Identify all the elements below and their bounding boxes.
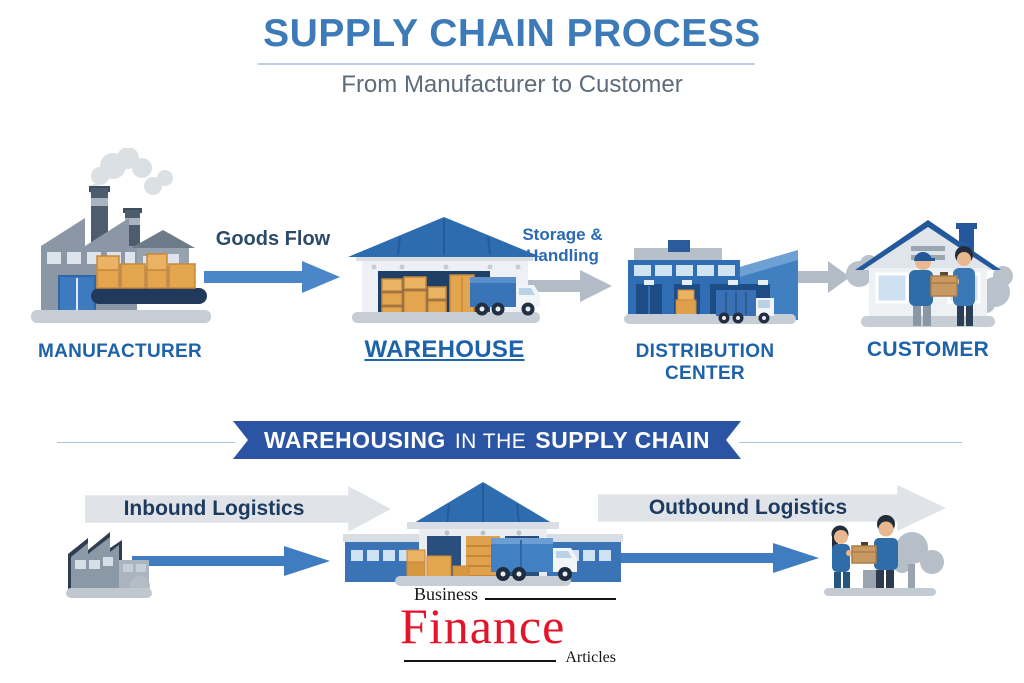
storage-handling-line1: Storage & <box>522 225 603 244</box>
customers-receiving-box-illustration <box>824 515 944 596</box>
section-banner-text: WAREHOUSING IN THE SUPPLY CHAIN <box>264 427 710 454</box>
distribution-center-illustration <box>624 240 798 324</box>
outbound-logistics-label: Outbound Logistics <box>648 496 848 519</box>
storage-handling-line2: Handling <box>526 246 599 266</box>
business-finance-articles-logo: Business Finance Articles <box>400 584 616 667</box>
woman-icon <box>831 525 860 590</box>
to-customer-arrow-icon <box>788 261 850 293</box>
package-box-icon <box>930 272 958 297</box>
customer-house-illustration <box>846 220 1013 327</box>
stage-label-customer: CUSTOMER <box>866 338 990 361</box>
stage-label-distribution-center: DISTRIBUTION CENTER <box>635 341 775 384</box>
warehouse-illustration <box>348 217 541 323</box>
truck-icon <box>491 538 577 581</box>
goods-flow-label: Goods Flow <box>215 228 331 250</box>
truck-icon <box>716 290 774 324</box>
stage-label-manufacturer: MANUFACTURER <box>37 341 203 362</box>
storage-handling-arrow-icon <box>512 270 612 302</box>
package-box-icon <box>851 542 877 564</box>
logo-top-line <box>485 598 616 600</box>
banner-word-warehousing: WAREHOUSING <box>263 426 446 453</box>
stage-label-warehouse: WAREHOUSE <box>364 336 525 363</box>
outbound-arrow-icon <box>616 543 819 573</box>
factory-illustration <box>31 148 211 323</box>
title-divider <box>258 63 755 65</box>
truck-icon <box>470 277 540 316</box>
banner-word-supply-chain: SUPPLY CHAIN <box>535 426 711 453</box>
banner-word-in-the: IN THE <box>454 429 527 453</box>
section-banner: WAREHOUSING IN THE SUPPLY CHAIN <box>233 421 741 459</box>
delivery-person-icon <box>909 252 945 326</box>
inbound-arrow-icon <box>132 546 330 576</box>
page-subtitle: From Manufacturer to Customer <box>341 71 683 98</box>
logo-word-articles: Articles <box>565 649 616 666</box>
tree-icon <box>893 532 944 574</box>
logo-word-finance: Finance <box>400 598 566 654</box>
smoke-icon <box>89 148 173 196</box>
ribbon-left-line <box>57 442 235 443</box>
storage-handling-label: Storage & Handling <box>495 224 630 267</box>
page-title: SUPPLY CHAIN PROCESS <box>263 12 761 55</box>
logo-bottom-line <box>404 660 557 662</box>
goods-flow-arrow-icon <box>204 261 340 293</box>
inbound-logistics-label: Inbound Logistics <box>123 497 305 520</box>
logo-word-business: Business <box>414 584 479 604</box>
small-factory-illustration <box>66 532 152 598</box>
central-warehouse-illustration <box>343 482 623 586</box>
ribbon-right-line <box>739 442 962 443</box>
